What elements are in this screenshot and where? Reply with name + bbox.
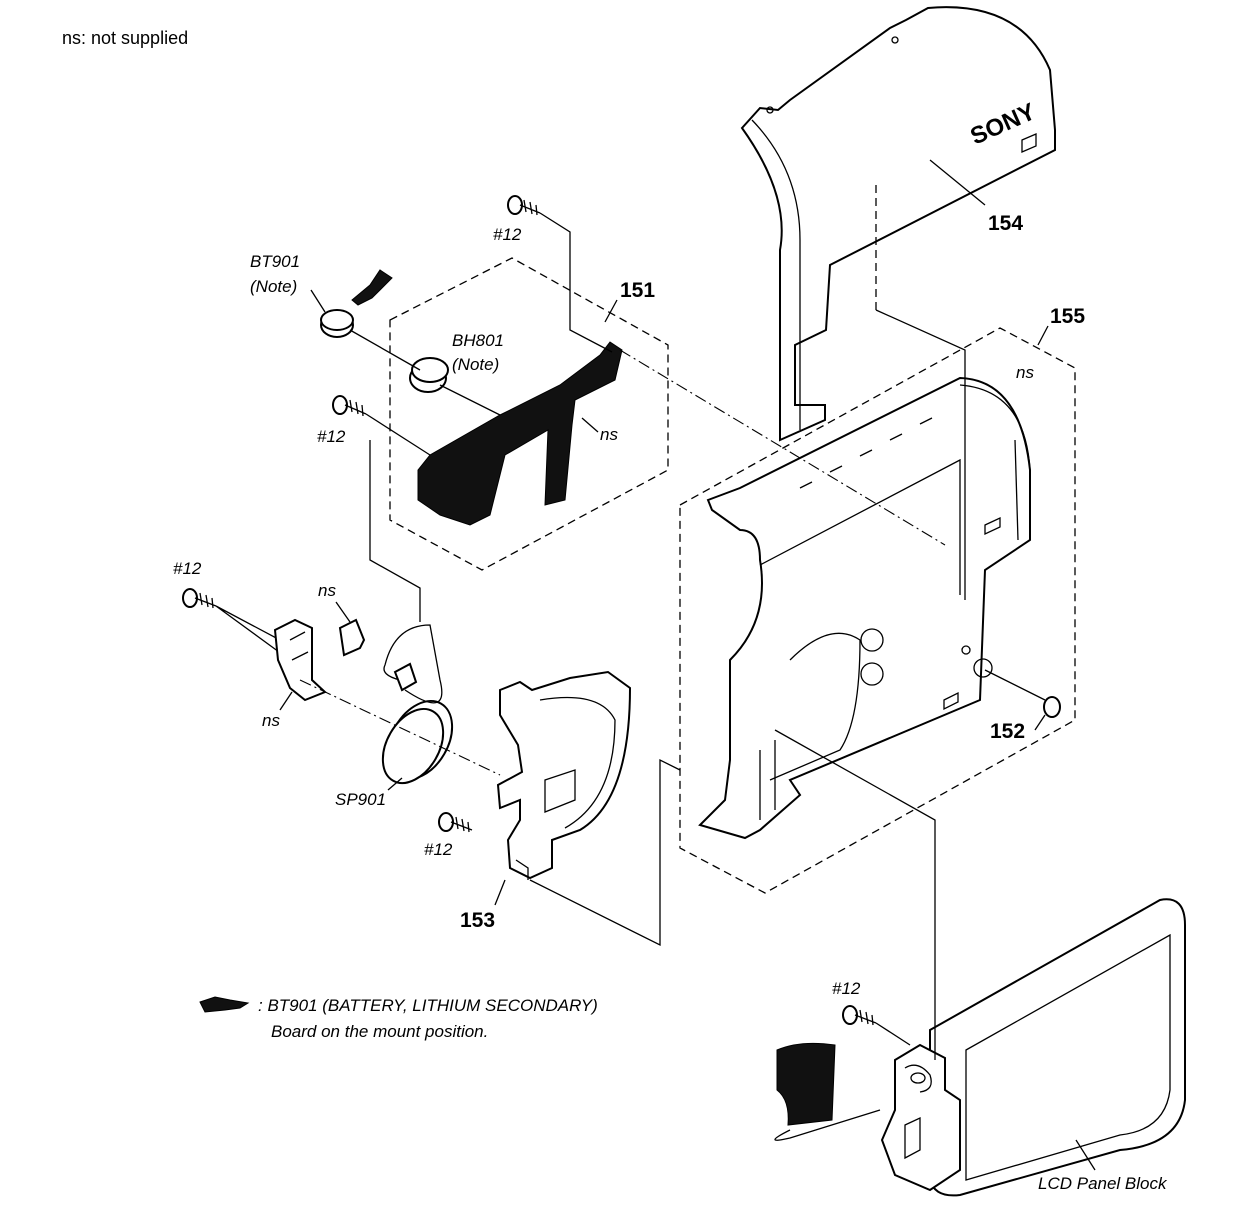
label-bh801: BH801 <box>452 331 504 350</box>
leader-ns-pad <box>335 601 351 623</box>
battery-bt901 <box>320 309 354 338</box>
label-lcd-panel-block: LCD Panel Block <box>1038 1174 1168 1193</box>
leader-lcd <box>1075 1139 1096 1171</box>
mount-pointer-legend-icon <box>199 996 250 1013</box>
label-ns-bracket: ns <box>262 711 280 730</box>
guide-cover-to-cabinet <box>875 309 966 600</box>
leader-154 <box>929 159 986 206</box>
lcd-panel-block <box>880 898 1186 1197</box>
label-153: 153 <box>460 909 495 932</box>
guide-152 <box>984 669 1046 701</box>
legend-line-1: : BT901 (BATTERY, LITHIUM SECONDARY) <box>258 996 598 1015</box>
label-154: 154 <box>988 212 1023 235</box>
guide-screw-board <box>365 413 431 456</box>
label-screw-top: #12 <box>493 225 522 244</box>
leader-153 <box>494 879 506 906</box>
guide-holder <box>439 384 501 416</box>
main-cabinet <box>698 376 1031 840</box>
label-screw-board: #12 <box>317 427 346 446</box>
leader-ns-board <box>581 417 599 433</box>
circuit-board <box>417 341 623 526</box>
guide-board-to-cabinet <box>619 349 946 546</box>
speaker-sp901 <box>381 624 454 784</box>
label-ns-pad: ns <box>318 581 336 600</box>
leader-sp901 <box>387 777 403 791</box>
flex-cable <box>776 1042 836 1126</box>
label-sp901: SP901 <box>335 790 386 809</box>
label-155: 155 <box>1050 305 1085 328</box>
label-ns-cabinet: ns <box>1016 363 1034 382</box>
leader-151 <box>604 299 618 323</box>
cable-lead <box>774 1109 881 1141</box>
guide-battery <box>349 329 421 371</box>
leader-bt901 <box>310 289 326 313</box>
top-cover-154: SONY <box>740 6 1056 442</box>
label-ns-board: ns <box>600 425 618 444</box>
mount-pointer-icon <box>351 269 393 306</box>
label-bt901-note: (Note) <box>250 277 297 296</box>
guide-153-to-cabinet <box>529 758 681 947</box>
label-screw-lcd: #12 <box>832 979 861 998</box>
screw-153 <box>438 812 473 833</box>
guide-screw-top <box>539 212 613 353</box>
guide-speaker-axis <box>299 679 501 776</box>
label-151: 151 <box>620 279 655 302</box>
not-supplied-note: ns: not supplied <box>62 28 188 48</box>
leader-ns-bracket <box>279 691 293 711</box>
label-152: 152 <box>990 720 1025 743</box>
legend-line-2: Board on the mount position. <box>271 1022 488 1041</box>
leader-155 <box>1037 325 1049 346</box>
screw-board <box>332 395 367 417</box>
leader-152 <box>1034 714 1046 731</box>
bracket-153 <box>496 670 632 880</box>
screw-top <box>507 195 541 216</box>
holder-bh801 <box>409 357 449 393</box>
guide-board-to-speaker <box>369 440 421 622</box>
screw-left <box>182 588 217 609</box>
label-bt901: BT901 <box>250 252 300 271</box>
label-bh801-note: (Note) <box>452 355 499 374</box>
guide-cabinet-to-lcd <box>774 729 936 1060</box>
group-outline-151 <box>389 257 669 571</box>
label-screw-153: #12 <box>424 840 453 859</box>
screw-lcd <box>842 1005 877 1026</box>
bracket-left <box>273 618 327 702</box>
cap-152 <box>1043 696 1061 718</box>
guide-screw-lcd <box>875 1022 911 1046</box>
label-screw-left: #12 <box>173 559 202 578</box>
pad-ns <box>338 618 366 657</box>
group-outline-155 <box>679 327 1076 894</box>
